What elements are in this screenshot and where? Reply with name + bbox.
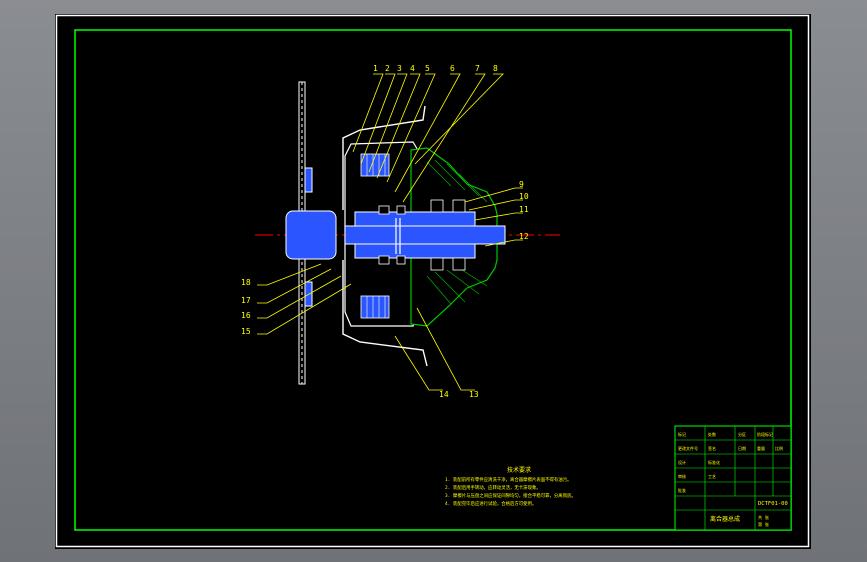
inner-frame	[74, 29, 792, 531]
sheet-total: 共 张	[758, 514, 770, 521]
tb-label-5: 签名	[708, 445, 716, 451]
callout-top-1: 1	[373, 64, 378, 73]
note-line-3: 3. 摩擦片与压盘之间应保证间隙均匀，接合平稳可靠，分离彻底。	[445, 492, 576, 499]
main-shaft	[344, 225, 506, 245]
tb-sign-5: 批准	[678, 487, 686, 493]
tb-right-2: 重量	[757, 445, 765, 451]
tb-sign-4: 工艺	[708, 474, 716, 479]
callout-top-5: 5	[425, 64, 430, 73]
callout-right-4: 12	[519, 232, 529, 241]
clutch-cover	[344, 141, 420, 327]
bracket	[342, 105, 428, 367]
tb-right-3: 比例	[775, 445, 783, 451]
note-line-2: 2. 装配后用手转动，应转动灵活，无卡滞现象。	[445, 484, 541, 491]
notes-title: 技术要求	[507, 466, 531, 474]
friction-pack-upper	[360, 153, 390, 177]
drawing-number: DCTF01-00	[758, 501, 788, 507]
callout-left-1: 18	[241, 278, 251, 287]
friction-pack-lower	[360, 295, 390, 319]
tb-label-1: 标记	[678, 431, 686, 437]
note-line-1: 1. 装配前所有零件应清洗干净，离合器摩擦片表面不得有油污。	[445, 476, 571, 483]
callout-right-1: 9	[519, 180, 524, 189]
leader-lines	[257, 73, 523, 391]
callout-bottom-2: 13	[469, 390, 479, 399]
sheet-current: 第 张	[758, 521, 770, 528]
part-name: 离合器总成	[710, 515, 740, 523]
callout-top-3: 3	[397, 64, 402, 73]
callout-top-6: 6	[450, 64, 455, 73]
callout-top-8: 8	[493, 64, 498, 73]
tb-label-6: 日期	[738, 445, 746, 451]
callout-right-2: 10	[519, 192, 529, 201]
callout-left-2: 17	[241, 296, 251, 305]
clutch-section-view	[285, 81, 506, 385]
tb-label-4: 更改文件号	[678, 445, 698, 451]
callout-top-4: 4	[410, 64, 415, 73]
hub	[285, 210, 337, 260]
tb-sign-1: 设计	[678, 459, 686, 465]
bearings	[378, 199, 466, 271]
outer-frame	[55, 14, 810, 548]
tb-right-1: 阶段标记	[757, 431, 773, 437]
callout-right-3: 11	[519, 205, 529, 214]
tb-label-2: 处数	[708, 431, 716, 437]
callout-left-4: 15	[241, 327, 251, 336]
tb-sign-2: 标准化	[708, 459, 720, 465]
note-line-4: 4. 装配完毕后应进行试验，合格后方可使用。	[445, 500, 536, 507]
tb-label-3: 分区	[738, 431, 746, 437]
callout-top-2: 2	[385, 64, 390, 73]
callout-bottom-1: 14	[439, 390, 449, 399]
tb-sign-3: 审核	[678, 473, 686, 479]
callout-top-7: 7	[475, 64, 480, 73]
callout-left-3: 16	[241, 311, 251, 320]
technical-notes: 技术要求 1. 装配前所有零件应清洗干净，离合器摩擦片表面不得有油污。 2. 装…	[445, 466, 576, 507]
title-block: 标记 处数 分区 更改文件号 签名 日期 设计 标准化 审核 工艺 批准 阶段标…	[674, 425, 792, 531]
